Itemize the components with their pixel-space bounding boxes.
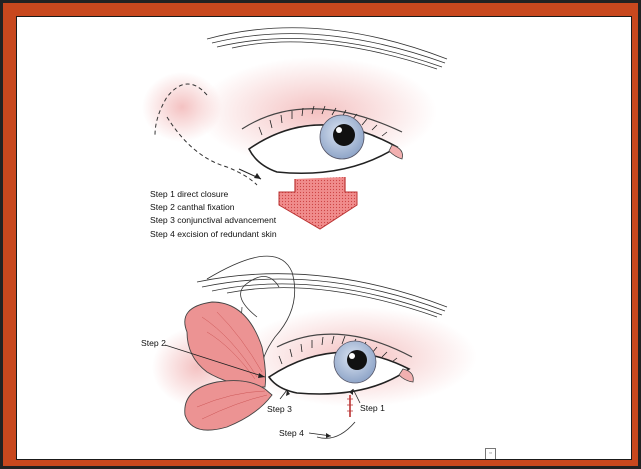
- top-pupil: [333, 124, 355, 146]
- label-step-4: Step 4: [279, 428, 304, 438]
- bottom-pupil: [347, 350, 367, 370]
- top-pupil-highlight: [336, 127, 342, 133]
- step-3-text: Step 3 conjunctival advancement: [150, 214, 277, 227]
- top-temple-blush: [142, 72, 222, 142]
- skin-excision-curve: [317, 422, 355, 438]
- label-step-1: Step 1: [360, 403, 385, 413]
- step-1-text: Step 1 direct closure: [150, 188, 277, 201]
- bottom-eye: [152, 256, 477, 438]
- step-2-text: Step 2 canthal fixation: [150, 201, 277, 214]
- bottom-pupil-highlight: [349, 353, 355, 359]
- label-step-3: Step 3: [267, 404, 292, 414]
- steps-legend: Step 1 direct closure Step 2 canthal fix…: [150, 188, 277, 241]
- label-step-2: Step 2: [141, 338, 166, 348]
- illustration-panel: Step 1 direct closure Step 2 canthal fix…: [16, 16, 632, 460]
- page-icon[interactable]: ▫: [485, 448, 496, 460]
- eyelid-surgery-diagram: [17, 17, 631, 459]
- step-4-text: Step 4 excision of redundant skin: [150, 228, 277, 241]
